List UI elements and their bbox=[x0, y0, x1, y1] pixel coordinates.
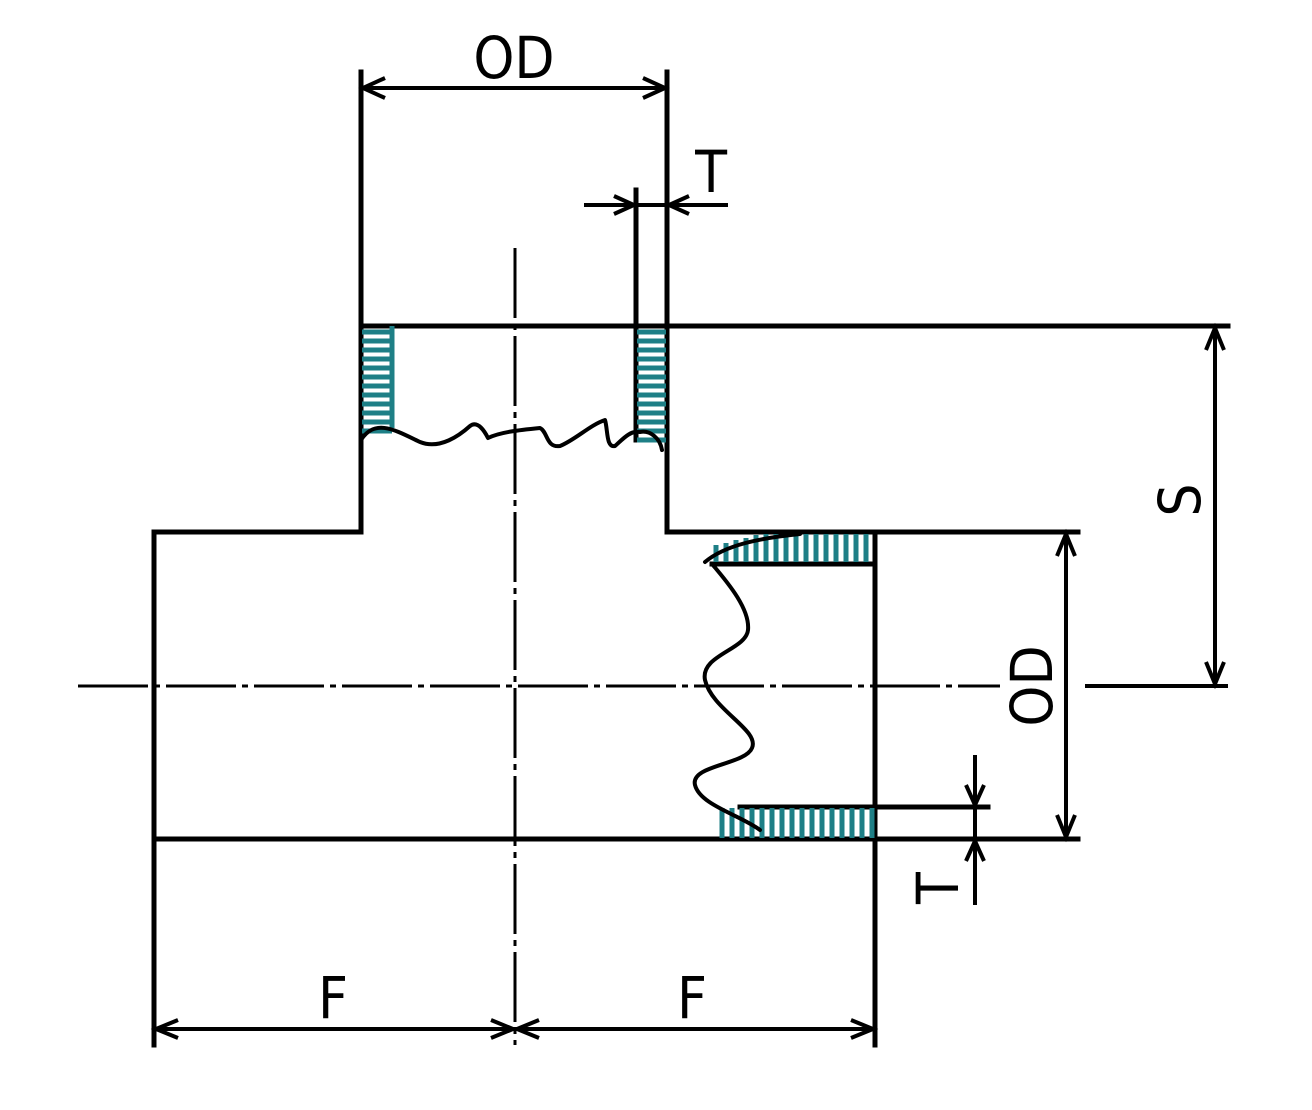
run-t-arrow-top bbox=[964, 784, 986, 810]
break-lines bbox=[359, 418, 802, 832]
f-right-arrow-left bbox=[511, 1018, 540, 1040]
run-od-label: OD bbox=[998, 645, 1066, 726]
branch-t-arrow-right bbox=[664, 194, 690, 216]
run-t-arrow-bottom bbox=[964, 836, 986, 862]
branch-od-label: OD bbox=[473, 24, 554, 92]
branch-t-arrow-left bbox=[613, 194, 639, 216]
center-to-end-label: S bbox=[1146, 483, 1214, 516]
section-hatching bbox=[362, 326, 875, 838]
branch-break-line bbox=[359, 418, 664, 452]
fitting-outline bbox=[151, 69, 1231, 1048]
run-od-arrow-top bbox=[1055, 528, 1077, 557]
run-break-line bbox=[692, 562, 762, 832]
branch-wall-label: T bbox=[694, 138, 728, 206]
labels: OD T S OD T F F bbox=[318, 24, 1214, 1032]
face-right-label: F bbox=[677, 964, 707, 1032]
s-arrow-bottom bbox=[1204, 661, 1226, 690]
s-arrow-top bbox=[1204, 322, 1226, 351]
f-right-arrow-right bbox=[850, 1018, 879, 1040]
dimensions bbox=[150, 76, 1226, 1040]
branch-od-arrow-left bbox=[358, 76, 386, 100]
face-left-label: F bbox=[318, 964, 348, 1032]
f-left-arrow-left bbox=[150, 1018, 179, 1040]
branch-right-wall bbox=[664, 323, 1081, 535]
run-od-arrow-bottom bbox=[1055, 814, 1077, 843]
branch-left-wall bbox=[151, 323, 364, 842]
run-break-cap bbox=[703, 532, 802, 564]
branch-od-arrow-right bbox=[642, 76, 670, 100]
center-lines bbox=[78, 248, 1228, 1045]
run-wall-label: T bbox=[904, 871, 972, 905]
